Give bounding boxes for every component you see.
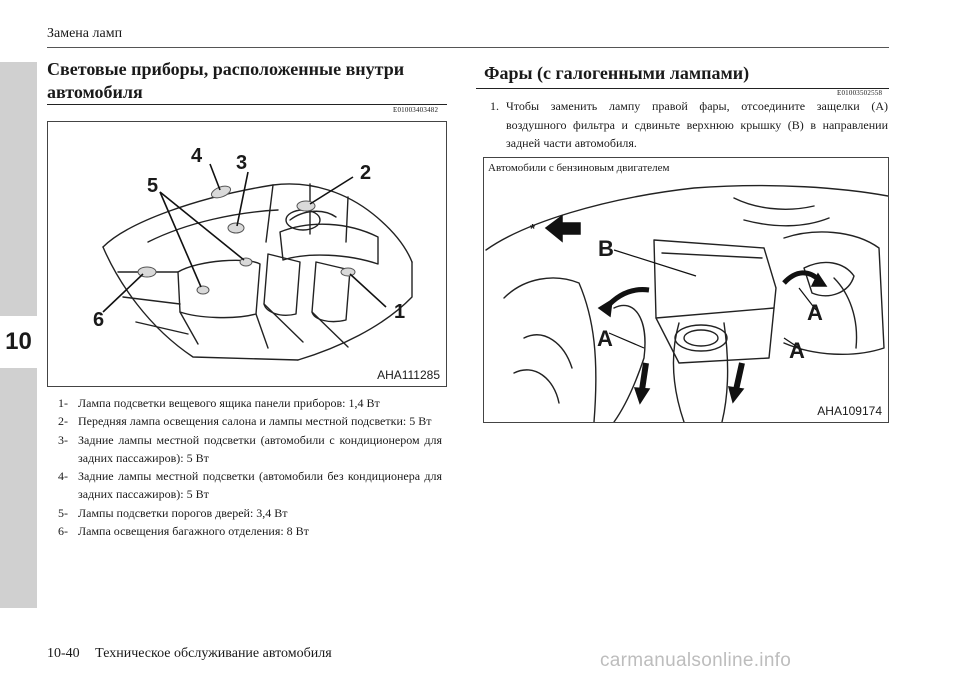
callout-4: 4 — [191, 145, 203, 167]
label-a-left: A — [597, 326, 613, 351]
step-number: 1. — [490, 99, 499, 113]
car-interior-illustration: 6 1 2 3 4 5 — [93, 145, 413, 361]
page-number: 10-40 — [47, 646, 80, 661]
legend-text: Задние лампы местной подсветки (автомоби… — [78, 469, 442, 502]
right-title-rule — [476, 88, 889, 89]
engine-bay-illustration: * B A A A — [485, 184, 888, 422]
label-b: B — [598, 236, 614, 261]
legend-text: Задние лампы местной подсветки (автомоби… — [78, 432, 442, 465]
legend-item: 2- Передняя лампа освещения салона и ламп… — [58, 412, 442, 430]
figure-id-left: AHA111285 — [377, 368, 440, 382]
left-section-code: E01003403482 — [393, 106, 439, 114]
air-filter-figure: * B A A A AHA109174 — [483, 157, 889, 423]
callout-6: 6 — [93, 309, 104, 331]
legend-num: 1- — [58, 396, 68, 410]
lamp-legend: 1- Лампа подсветки вещевого ящика панели … — [58, 394, 442, 540]
right-section-title: Фары (с галогенными лампами) — [484, 63, 750, 83]
running-title: Замена ламп — [47, 26, 123, 41]
asterisk-marker: * — [530, 221, 536, 236]
legend-num: 4- — [58, 469, 68, 484]
callout-3: 3 — [236, 152, 247, 174]
label-a-right-upper: A — [807, 300, 823, 325]
header-rule — [47, 47, 889, 48]
legend-num: 3- — [58, 432, 68, 447]
callout-2: 2 — [360, 162, 371, 184]
step-text: Чтобы заменить лампу правой фары, отсоед… — [506, 99, 888, 150]
legend-num: 5- — [58, 505, 68, 520]
legend-text: Передняя лампа освещения салона и лампы … — [78, 414, 432, 429]
label-a-right-lower: A — [789, 338, 805, 363]
legend-item: 1- Лампа подсветки вещевого ящика панели … — [58, 394, 442, 412]
callout-1: 1 — [394, 301, 405, 323]
left-section-title: Световые приборы, расположенные внутри а… — [47, 58, 447, 104]
left-title-rule — [47, 104, 447, 105]
watermark-text: carmanualsonline.info — [600, 650, 792, 671]
chapter-number: 10 — [0, 316, 37, 368]
page-footer: 10-40 Техническое обслуживание автомобил… — [47, 646, 332, 662]
legend-item: 4- Задние лампы местной подсветки (автомо… — [58, 467, 442, 504]
left-title-line2: автомобиля — [47, 82, 143, 102]
legend-text: Лампа освещения багажного отделения: 8 В… — [78, 524, 309, 539]
legend-text: Лампы подсветки порогов дверей: 3,4 Вт — [78, 505, 288, 520]
legend-item: 5- Лампы подсветки порогов дверей: 3,4 Вт — [58, 504, 442, 522]
right-section-code: E01003502558 — [837, 89, 883, 97]
legend-num: 2- — [58, 414, 68, 429]
footer-section-name: Техническое обслуживание автомобиля — [95, 646, 332, 661]
legend-item: 3- Задние лампы местной подсветки (автомо… — [58, 431, 442, 468]
interior-lights-figure: 6 1 2 3 4 5 AHA111285 — [47, 121, 447, 387]
legend-text: Лампа подсветки вещевого ящика панели пр… — [78, 396, 380, 410]
left-title-line1: Световые приборы, расположенные внутри — [47, 59, 405, 79]
instruction-step: 1. Чтобы заменить лампу правой фары, отс… — [490, 97, 888, 153]
callout-5: 5 — [147, 175, 158, 197]
legend-num: 6- — [58, 524, 68, 539]
legend-item: 6- Лампа освещения багажного отделения: 8… — [58, 522, 442, 540]
figure-caption: Автомобили с бензиновым двигателем — [488, 162, 670, 174]
figure-id-right: AHA109174 — [817, 404, 882, 418]
